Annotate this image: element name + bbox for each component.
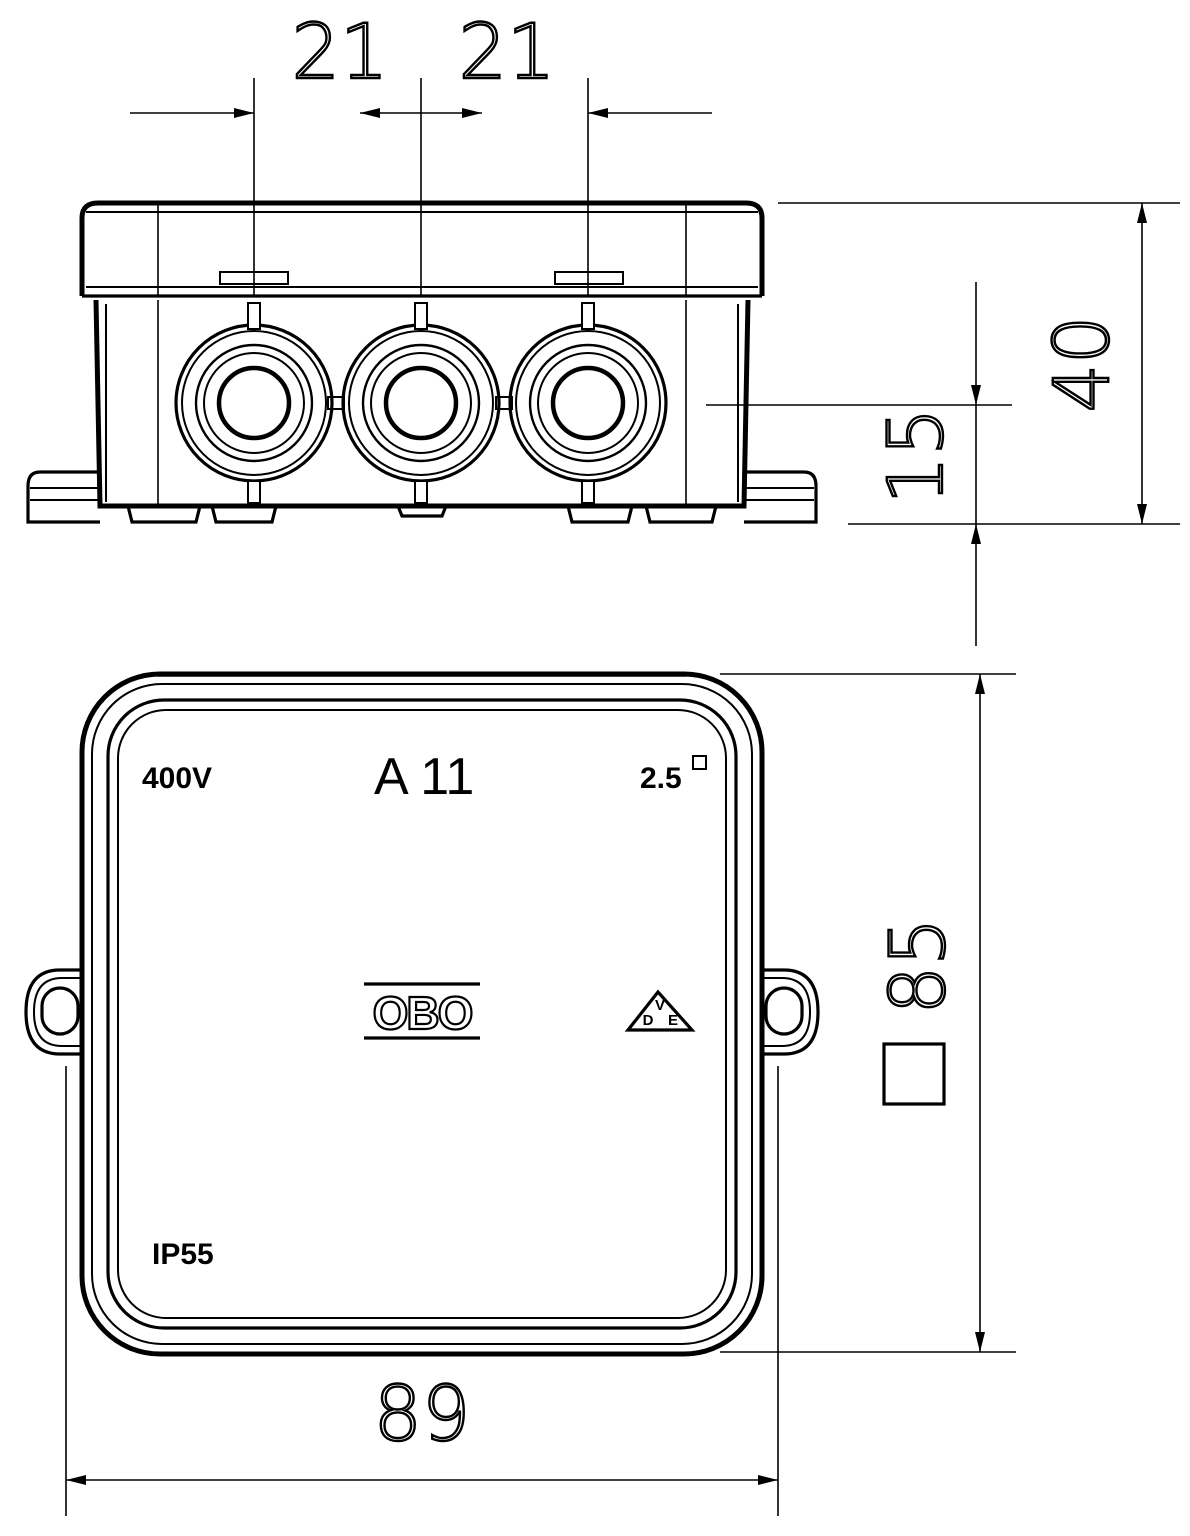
- dimension-40: 40: [778, 202, 1180, 525]
- ear-left: [24, 968, 82, 1056]
- body-outline: [93, 299, 751, 509]
- square-symbol-icon: [882, 1042, 946, 1106]
- side-view: 21 21 40 15: [26, 6, 1180, 646]
- vde-letter-d: D: [643, 1012, 654, 1029]
- model-label: A 11: [374, 748, 474, 806]
- lid-outline: [79, 200, 765, 296]
- dimension-85: 85: [720, 673, 1016, 1353]
- foot-right: [744, 470, 818, 524]
- dimension-15: 15: [706, 282, 1012, 646]
- cable-entry-grommet: [174, 302, 334, 504]
- obo-logo: OBO: [364, 982, 480, 1040]
- dim-label-85: 85: [873, 918, 962, 1015]
- dim-label-21-right: 21: [459, 7, 556, 96]
- dimension-89: 89: [65, 1066, 779, 1516]
- cable-entries: [174, 302, 668, 504]
- dim-label-40: 40: [1037, 316, 1126, 413]
- ear-right: [762, 968, 820, 1056]
- obo-logo-text: OBO: [373, 987, 472, 1039]
- box-outline: [79, 671, 765, 1357]
- vde-mark-icon: V D E: [624, 989, 696, 1032]
- dimension-21-21: 21 21: [130, 6, 712, 296]
- dim-label-21-left: 21: [292, 7, 389, 96]
- square-mm-icon: [692, 755, 707, 770]
- vde-letter-e: E: [668, 1012, 678, 1029]
- cross-section-label: 2.5: [640, 762, 682, 795]
- top-view: 400V A 11 2.5 IP55 OBO V D E 89: [24, 671, 1016, 1516]
- voltage-label: 400V: [142, 762, 212, 795]
- cable-entry-grommet: [508, 302, 668, 504]
- vde-letter-v: V: [655, 997, 665, 1014]
- cable-entry-grommet: [341, 302, 501, 504]
- protection-label: IP55: [152, 1238, 214, 1271]
- dim-label-89: 89: [374, 1369, 471, 1458]
- dim-label-15: 15: [871, 408, 960, 505]
- foot-left: [26, 470, 100, 524]
